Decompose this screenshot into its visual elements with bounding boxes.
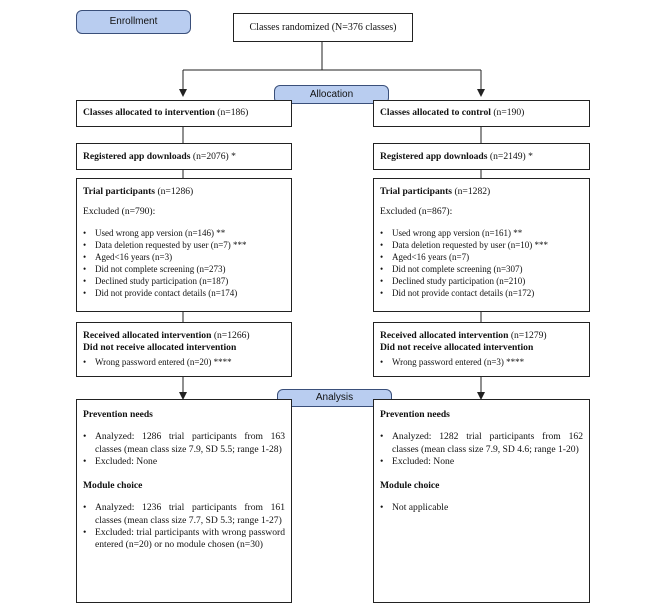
intervention-participants-box: Trial participants (n=1286) Excluded (n=… <box>76 178 292 312</box>
list-item: Data deletion requested by user (n=7) **… <box>83 239 285 251</box>
list-item: Aged<16 years (n=7) <box>380 251 583 263</box>
intervention-prevention-title: Prevention needs <box>83 409 153 420</box>
list-item: Declined study participation (n=187) <box>83 275 285 287</box>
control-participants-count: (n=1282) <box>452 186 491 197</box>
list-item: Did not complete screening (n=273) <box>83 263 285 275</box>
control-allocation-box: Classes allocated to control (n=190) <box>373 100 590 127</box>
intervention-exclusion-list: Used wrong app version (n=146) ** Data d… <box>83 227 285 300</box>
intervention-received-label: Received allocated intervention <box>83 330 212 341</box>
list-item: Data deletion requested by user (n=10) *… <box>380 239 583 251</box>
intervention-participants-label: Trial participants <box>83 186 156 197</box>
control-analysis-box: Prevention needs Analyzed: 1282 trial pa… <box>373 399 590 603</box>
list-item: Wrong password entered (n=3) **** <box>380 357 583 369</box>
list-item: Analyzed: 1282 trial participants from 1… <box>380 431 583 456</box>
control-not-received-list: Wrong password entered (n=3) **** <box>380 357 583 369</box>
control-received-label: Received allocated intervention <box>380 330 509 341</box>
intervention-module-title: Module choice <box>83 480 143 492</box>
list-item: Excluded: None <box>380 456 583 469</box>
list-item: Excluded: trial participants with wrong … <box>83 527 285 552</box>
intervention-allocation-count: (n=186) <box>214 107 249 118</box>
control-prevention-list: Analyzed: 1282 trial participants from 1… <box>380 431 583 468</box>
control-received-box: Received allocated intervention (n=1279)… <box>373 322 590 377</box>
control-prevention-title: Prevention needs <box>380 409 450 420</box>
intervention-received-count: (n=1266) <box>211 330 250 341</box>
control-not-received-label: Did not receive allocated intervention <box>380 342 534 354</box>
analysis-stage-label: Analysis <box>277 389 392 407</box>
list-item: Wrong password entered (n=20) **** <box>83 357 285 369</box>
control-module-title: Module choice <box>380 480 440 492</box>
randomized-text: Classes randomized (N=376 classes) <box>249 22 397 33</box>
control-downloads-box: Registered app downloads (n=2149) * <box>373 143 590 170</box>
list-item: Used wrong app version (n=161) ** <box>380 227 583 239</box>
list-item: Aged<16 years (n=3) <box>83 251 285 263</box>
list-item: Declined study participation (n=210) <box>380 275 583 287</box>
control-allocation-label: Classes allocated to control <box>380 107 491 118</box>
intervention-received-box: Received allocated intervention (n=1266)… <box>76 322 292 377</box>
list-item: Did not provide contact details (n=172) <box>380 287 583 299</box>
intervention-downloads-label: Registered app downloads <box>83 151 191 162</box>
list-item: Did not provide contact details (n=174) <box>83 287 285 299</box>
control-downloads-label: Registered app downloads <box>380 151 488 162</box>
control-downloads-count: (n=2149) * <box>487 151 533 162</box>
intervention-allocation-box: Classes allocated to intervention (n=186… <box>76 100 292 127</box>
intervention-module-list: Analyzed: 1236 trial participants from 1… <box>83 502 285 551</box>
intervention-downloads-count: (n=2076) * <box>190 151 236 162</box>
control-allocation-count: (n=190) <box>490 107 525 118</box>
allocation-stage-label: Allocation <box>274 85 389 104</box>
randomized-box: Classes randomized (N=376 classes) <box>233 13 413 42</box>
list-item: Used wrong app version (n=146) ** <box>83 227 285 239</box>
control-participants-box: Trial participants (n=1282) Excluded (n=… <box>373 178 590 312</box>
control-exclusion-list: Used wrong app version (n=161) ** Data d… <box>380 227 583 300</box>
intervention-excluded-heading: Excluded (n=790): <box>83 206 156 218</box>
control-excluded-heading: Excluded (n=867): <box>380 206 453 218</box>
control-module-list: Not applicable <box>380 502 583 515</box>
list-item: Analyzed: 1236 trial participants from 1… <box>83 502 285 527</box>
intervention-downloads-box: Registered app downloads (n=2076) * <box>76 143 292 170</box>
control-participants-label: Trial participants <box>380 186 453 197</box>
list-item: Excluded: None <box>83 456 285 469</box>
intervention-analysis-box: Prevention needs Analyzed: 1286 trial pa… <box>76 399 292 603</box>
intervention-prevention-list: Analyzed: 1286 trial participants from 1… <box>83 431 285 468</box>
intervention-allocation-label: Classes allocated to intervention <box>83 107 215 118</box>
intervention-not-received-list: Wrong password entered (n=20) **** <box>83 357 285 369</box>
list-item: Analyzed: 1286 trial participants from 1… <box>83 431 285 456</box>
intervention-not-received-label: Did not receive allocated intervention <box>83 342 237 354</box>
list-item: Did not complete screening (n=307) <box>380 263 583 275</box>
control-received-count: (n=1279) <box>508 330 547 341</box>
list-item: Not applicable <box>380 502 583 515</box>
enrollment-stage-label: Enrollment <box>76 10 191 34</box>
intervention-participants-count: (n=1286) <box>155 186 194 197</box>
